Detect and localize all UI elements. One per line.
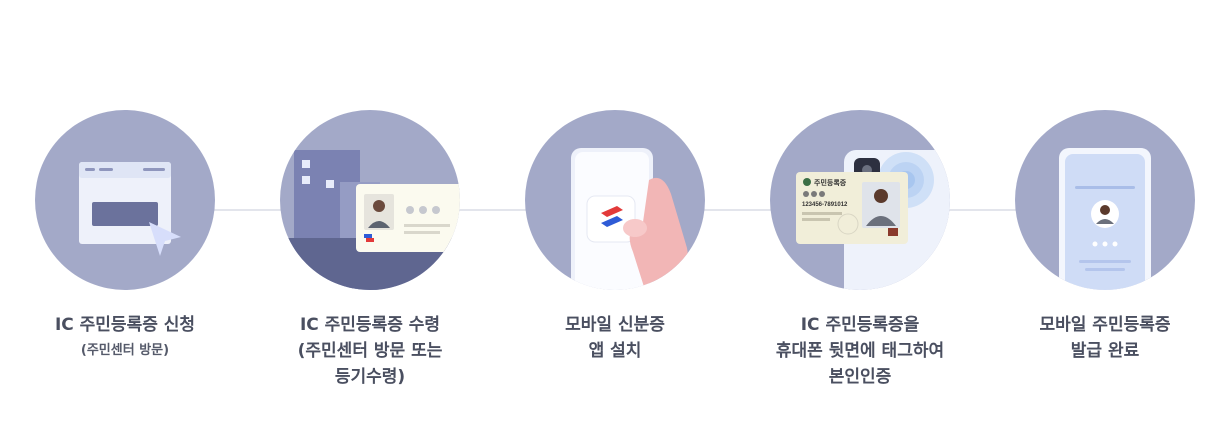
step-4-tag-card: 주민등록증 123456-7891012 IC 주민등록증을 휴대폰 뒷면에 태… — [740, 110, 980, 390]
step-3-line-2: 앱 설치 — [588, 341, 642, 361]
step-5-illustration — [1015, 110, 1195, 290]
step-1-caption: IC 주민등록증 신청 (주민센터 방문) — [5, 312, 245, 364]
step-1-subtitle: (주민센터 방문) — [80, 343, 170, 358]
step-4-line-3: 본인인증 — [828, 367, 892, 387]
card-number: 123456-7891012 — [802, 202, 848, 208]
step-2-line-1: IC 주민등록증 수령 — [299, 315, 441, 335]
step-4-caption: IC 주민등록증을 휴대폰 뒷면에 태그하여 본인인증 — [740, 312, 980, 390]
step-2-line-3: 등기수령) — [334, 367, 406, 387]
step-5-issued: 모바일 주민등록증 발급 완료 — [985, 110, 1224, 364]
step-2-line-2: (주민센터 방문 또는 — [297, 341, 443, 361]
browser-window-icon — [79, 162, 181, 256]
mobile-id-phone-icon — [1059, 148, 1151, 290]
step-4-illustration: 주민등록증 123456-7891012 — [770, 110, 950, 290]
step-1-apply: IC 주민등록증 신청 (주민센터 방문) — [5, 110, 245, 364]
step-3-illustration — [525, 110, 705, 290]
step-4-line-2: 휴대폰 뒷면에 태그하여 — [775, 341, 945, 361]
step-1-illustration — [35, 110, 215, 290]
card-title: 주민등록증 — [814, 178, 847, 187]
step-2-receive: IC 주민등록증 수령 (주민센터 방문 또는 등기수령) — [250, 110, 490, 390]
step-4-line-1: IC 주민등록증을 — [800, 315, 920, 335]
step-5-line-1: 모바일 주민등록증 — [1039, 315, 1171, 335]
step-1-title: IC 주민등록증 신청 — [54, 315, 196, 335]
step-2-illustration — [280, 110, 460, 290]
phone-with-app-icon — [571, 148, 688, 290]
step-5-line-2: 발급 완료 — [1070, 341, 1140, 361]
step-3-caption: 모바일 신분증 앱 설치 — [495, 312, 735, 364]
building-and-id-card-icon — [280, 150, 460, 290]
step-3-install-app: 모바일 신분증 앱 설치 — [495, 110, 735, 364]
step-5-caption: 모바일 주민등록증 발급 완료 — [985, 312, 1224, 364]
nfc-card-tag-icon: 주민등록증 123456-7891012 — [796, 150, 950, 290]
step-3-line-1: 모바일 신분증 — [565, 315, 665, 335]
step-2-caption: IC 주민등록증 수령 (주민센터 방문 또는 등기수령) — [250, 312, 490, 390]
